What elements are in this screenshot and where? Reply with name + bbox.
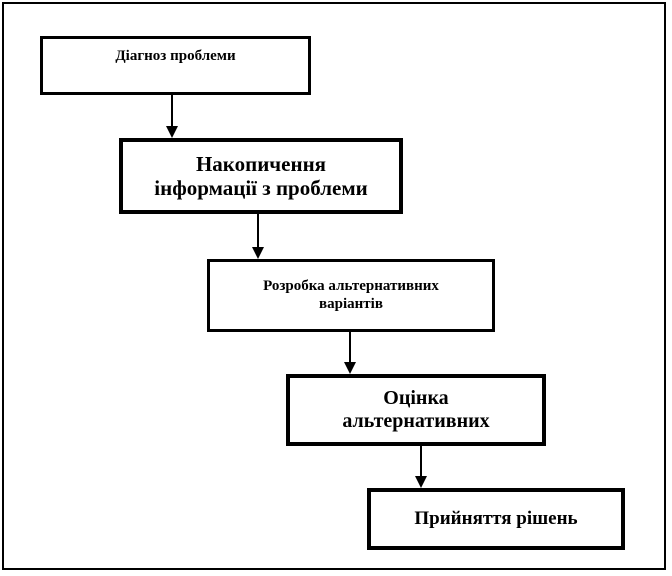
step-label-decision-making: Прийняття рішень <box>414 508 578 530</box>
step-box-information-gathering: Накопичення інформації з проблеми <box>119 138 403 214</box>
arrowhead-2-3 <box>252 247 264 259</box>
arrowhead-3-4 <box>344 362 356 374</box>
diagram-frame <box>2 2 666 570</box>
step-label-alternatives-evaluation: Оцінка альтернативних <box>342 387 490 432</box>
step-label-alternatives-development: Розробка альтернативних варіантів <box>263 278 439 312</box>
arrowhead-1-2 <box>166 126 178 138</box>
step-label-problem-diagnosis: Діагноз проблеми <box>115 47 236 64</box>
step-box-decision-making: Прийняття рішень <box>367 488 625 550</box>
step-label-information-gathering: Накопичення інформації з проблеми <box>154 151 368 200</box>
step-box-alternatives-evaluation: Оцінка альтернативних <box>286 374 546 446</box>
step-box-problem-diagnosis: Діагноз проблеми <box>40 36 311 95</box>
step-box-alternatives-development: Розробка альтернативних варіантів <box>207 259 495 332</box>
arrowhead-4-5 <box>415 476 427 488</box>
